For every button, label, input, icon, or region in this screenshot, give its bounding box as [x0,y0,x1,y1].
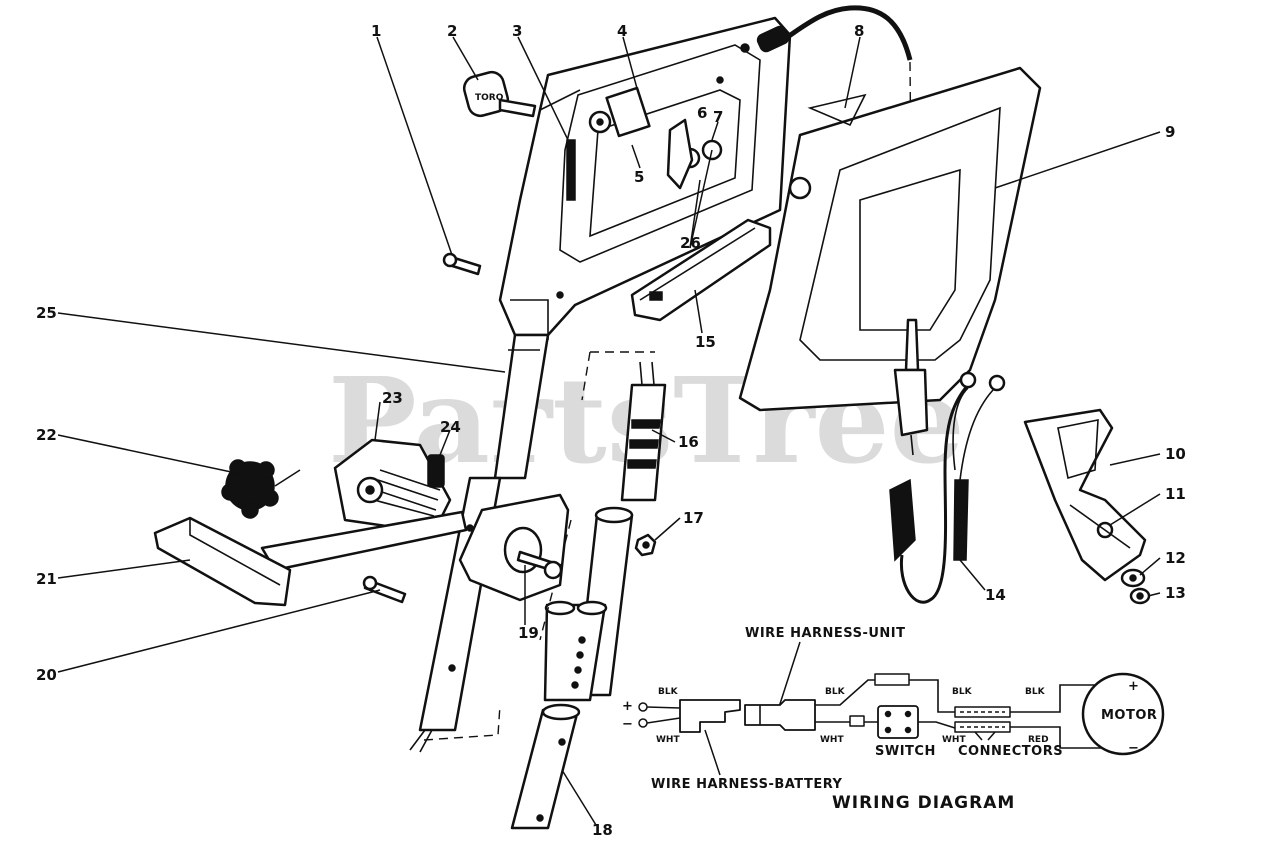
bolt-20 [362,575,407,604]
callout-21: 21 [36,570,57,588]
callout-26: 26 [680,234,701,252]
callout-4: 4 [617,22,627,40]
wiring-diagram: WIRE HARNESS-UNIT + − BLK WHT WIRE HARNE… [622,626,1165,813]
wht-label-2: WHT [820,735,844,745]
wiring-diagram-title: WIRING DIAGRAM [832,793,1015,813]
switch-label: SWITCH [875,744,936,759]
callout-7: 7 [713,108,723,126]
mount-bracket [1023,408,1151,605]
trigger-switch [630,218,772,322]
callout-25: 25 [36,304,57,322]
callout-5: 5 [634,168,644,186]
blk-label-3: BLK [952,687,973,697]
callout-16: 16 [678,433,699,451]
main-tube [493,333,550,480]
callout-15: 15 [695,333,716,351]
clamp-bracket [458,493,570,602]
callout-2: 2 [447,22,457,40]
connectors-label: CONNECTORS [958,744,1063,759]
callout-24: 24 [440,418,461,436]
blk-label-1: BLK [658,687,679,697]
upper-handle-housing [498,16,792,340]
screw-1 [442,252,482,276]
plus-terminal: + [622,699,633,714]
callout-1: 1 [371,22,381,40]
callout-11: 11 [1165,485,1186,503]
t-handle [153,510,468,607]
wire-harness-battery-label: WIRE HARNESS-BATTERY [651,777,843,792]
motor-minus-label: − [1128,741,1139,756]
minus-terminal: − [622,717,633,732]
grip-cover [738,66,1042,412]
callout-10: 10 [1165,445,1186,463]
blk-label-4: BLK [1025,687,1046,697]
callout-8: 8 [854,22,864,40]
grip-sleeve [581,351,667,502]
callout-13: 13 [1165,584,1186,602]
knob-22 [221,459,301,519]
callout-17: 17 [683,509,704,527]
callout-14: 14 [985,586,1006,604]
battery-cord [889,318,1006,604]
callout-3: 3 [512,22,522,40]
spring-24 [427,454,445,488]
callout-22: 22 [36,426,57,444]
wht-label-1: WHT [656,735,680,745]
red-label: RED [1028,735,1049,745]
callout-6: 6 [697,104,707,122]
leader-lines [57,36,1161,826]
motor-label: MOTOR [1101,708,1157,723]
nut-17 [634,533,657,557]
wht-label-3: WHT [942,735,966,745]
callout-18: 18 [592,821,613,839]
hinge-plate [333,438,452,530]
key-label: TORO [475,93,504,103]
callout-19: 19 [518,624,539,642]
blk-label-2: BLK [825,687,846,697]
callout-23: 23 [382,389,403,407]
callout-20: 20 [36,666,57,684]
lower-tubes [510,506,634,830]
callout-9: 9 [1165,123,1175,141]
callout-numbers: 1 2 3 4 5 6 7 8 9 10 11 12 13 14 15 16 1… [36,22,1186,839]
safety-key: TORO [462,70,537,118]
callout-12: 12 [1165,549,1186,567]
wire-harness-unit-label: WIRE HARNESS-UNIT [745,626,905,641]
motor-plus-label: + [1128,679,1139,694]
